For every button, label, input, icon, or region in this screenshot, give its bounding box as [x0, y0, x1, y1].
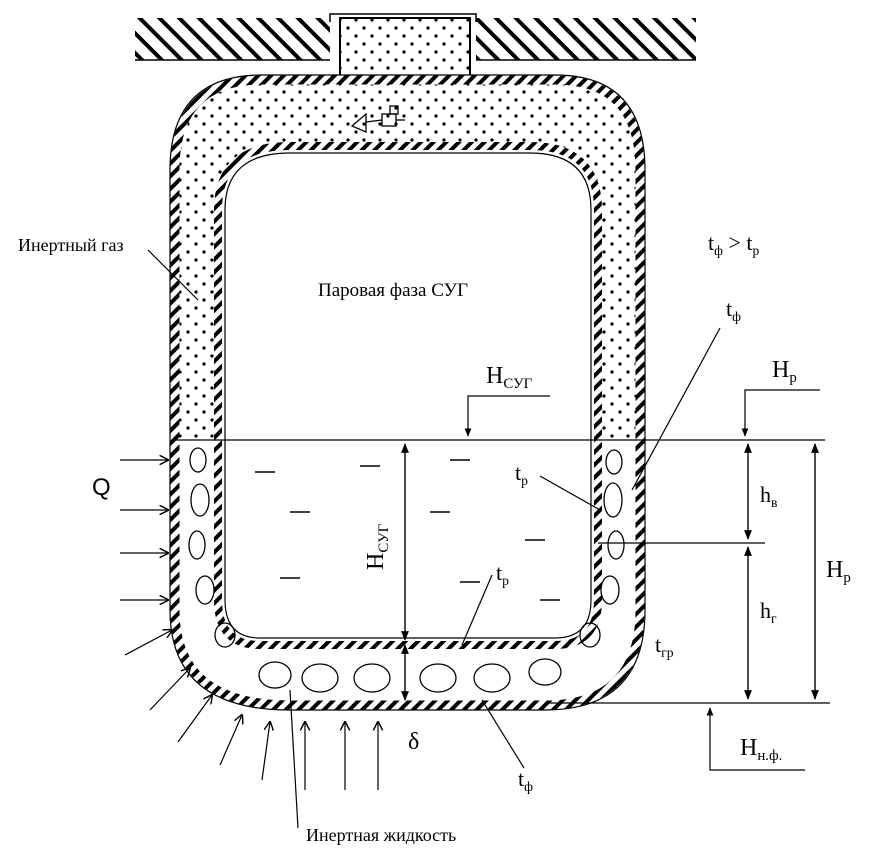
label-t-p-bottom: tр: [496, 560, 509, 588]
pointer-h-p: [741, 389, 820, 437]
pointer-h-sug: [464, 395, 550, 437]
label-delta: δ: [408, 729, 420, 755]
label-h-p-top: Hр: [772, 357, 797, 387]
label-h-v: hв: [760, 482, 778, 510]
label-vapor-phase: Паровая фаза СУГ: [318, 280, 469, 301]
label-inert-gas: Инертный газ: [18, 235, 124, 255]
label-t-gr: tгр: [655, 632, 674, 660]
outer-wall: [170, 75, 645, 710]
heat-flux-arrows: [120, 460, 378, 790]
label-h-sug-top: HСУГ: [486, 363, 533, 393]
label-inert-liquid: Инертная жидкость: [306, 825, 457, 845]
label-condition: tф > tр: [708, 230, 760, 258]
circulation-loops: [188, 447, 625, 693]
label-t-p-right: tр: [515, 460, 528, 488]
liquid-dashes: [255, 459, 560, 601]
liquid-level-line: [175, 439, 830, 704]
leader-lines: [147, 249, 721, 829]
label-heat-flux: Q: [92, 474, 111, 501]
label-h-g: hг: [760, 598, 777, 626]
label-h-sug-vertical: HСУГ: [363, 523, 393, 570]
label-h-p-right: Hр: [826, 557, 851, 587]
pointer-h-nf: [706, 707, 805, 771]
ground-surface: [135, 13, 696, 61]
label-t-phi-right: tф: [726, 296, 741, 324]
label-h-nf: Hн.ф.: [740, 735, 783, 765]
instrument-icon: [350, 105, 405, 133]
label-t-phi-bottom: tф: [518, 766, 533, 794]
